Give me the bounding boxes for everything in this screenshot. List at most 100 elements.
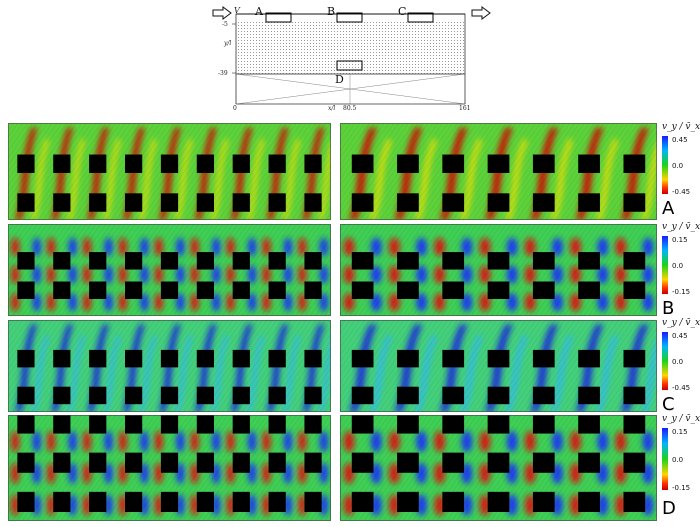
obstacle [578, 154, 600, 173]
obstacle [578, 281, 600, 299]
obstacle [351, 281, 374, 299]
obstacle [17, 491, 35, 512]
obstacle [532, 349, 555, 368]
row-letter-d: D [662, 498, 676, 519]
obstacle [442, 154, 465, 173]
obstacle [351, 154, 374, 173]
obstacle [124, 386, 143, 405]
obstacle [487, 386, 510, 405]
field-panel-a-right [340, 123, 657, 220]
obstacle [351, 349, 374, 368]
obstacle [532, 193, 555, 212]
colorbar-a: v_y / v̄_x,A 0.45 0.0 -0.45 A [658, 122, 700, 222]
inlet-arrow-icon [212, 6, 232, 20]
colorbar-d-gradient [662, 428, 668, 490]
x-tick-end: 161 [459, 105, 471, 112]
velocity-field-a-right [340, 123, 657, 220]
region-label-b: B [327, 5, 336, 18]
x-tick-mid: 80.5 [343, 105, 357, 112]
obstacle [578, 452, 600, 473]
colorbar-b-tick-min: -0.15 [672, 288, 691, 296]
obstacle [304, 193, 322, 212]
obstacle [268, 452, 286, 473]
schematic-drawing [212, 6, 491, 105]
obstacle [53, 386, 71, 405]
obstacle [17, 281, 35, 299]
obstacle [89, 154, 107, 173]
colorbar-b-title: v_y / v̄_x,B [662, 222, 700, 232]
obstacle [53, 452, 71, 473]
obstacle [487, 281, 510, 299]
colorbar-c-tick-mid: 0.0 [672, 358, 684, 366]
row-letter-c: C [662, 394, 675, 415]
obstacle [304, 386, 322, 405]
colorbar-b-tick-mid: 0.0 [672, 262, 684, 270]
obstacle [442, 193, 465, 212]
inlet-label: V [234, 6, 240, 15]
obstacle [351, 452, 374, 473]
row-letter-a: A [662, 198, 675, 219]
obstacle [487, 193, 510, 212]
obstacle [53, 415, 71, 434]
obstacle [232, 193, 250, 212]
obstacle [17, 193, 35, 212]
obstacle [397, 349, 419, 368]
y-tick-bottom: -39 [218, 70, 228, 77]
obstacle [397, 491, 419, 512]
obstacle [89, 386, 107, 405]
obstacle [17, 386, 35, 405]
obstacle [53, 281, 71, 299]
obstacle [487, 452, 510, 473]
field-panel-b-right [340, 224, 657, 316]
obstacle [532, 252, 555, 270]
obstacle [196, 154, 215, 173]
obstacle [351, 491, 374, 512]
obstacle [196, 193, 215, 212]
colorbar-a-tick-max: 0.45 [672, 136, 688, 144]
field-panel-d-left [8, 415, 331, 521]
colorbar-b-tick-max: 0.15 [672, 236, 688, 244]
colorbar-a-tick-min: -0.45 [672, 188, 691, 196]
obstacle [623, 252, 646, 270]
obstacle [17, 252, 35, 270]
obstacle [623, 415, 646, 434]
obstacle [397, 193, 419, 212]
field-panel-d-right [340, 415, 657, 521]
obstacle [17, 415, 35, 434]
obstacle [17, 349, 35, 368]
region-box-d [336, 60, 363, 71]
obstacle [232, 491, 250, 512]
obstacle [397, 252, 419, 270]
region-box-c [407, 12, 434, 23]
obstacle [623, 452, 646, 473]
obstacle [532, 281, 555, 299]
velocity-field-b-right [340, 224, 657, 316]
obstacle [578, 415, 600, 434]
obstacle [268, 193, 286, 212]
colorbar-c-tick-min: -0.45 [672, 384, 691, 392]
obstacle [442, 386, 465, 405]
field-panel-b-left [8, 224, 331, 316]
obstacle [578, 349, 600, 368]
obstacle [578, 252, 600, 270]
obstacle [351, 415, 374, 434]
obstacle [487, 154, 510, 173]
obstacle [623, 491, 646, 512]
obstacle [232, 415, 250, 434]
obstacle [442, 415, 465, 434]
colorbar-d-title: v_y / v̄_x,B [662, 414, 700, 424]
obstacle [160, 193, 179, 212]
region-box-a [265, 12, 292, 23]
obstacle [232, 349, 250, 368]
obstacle [268, 154, 286, 173]
porous-region [236, 20, 465, 74]
obstacle [578, 193, 600, 212]
obstacle [397, 386, 419, 405]
region-box-b [336, 12, 363, 23]
field-panel-a-left [8, 123, 331, 220]
obstacle [532, 154, 555, 173]
obstacle [89, 252, 107, 270]
obstacle [487, 415, 510, 434]
obstacle [232, 154, 250, 173]
colorbar-c-tick-max: 0.45 [672, 332, 688, 340]
